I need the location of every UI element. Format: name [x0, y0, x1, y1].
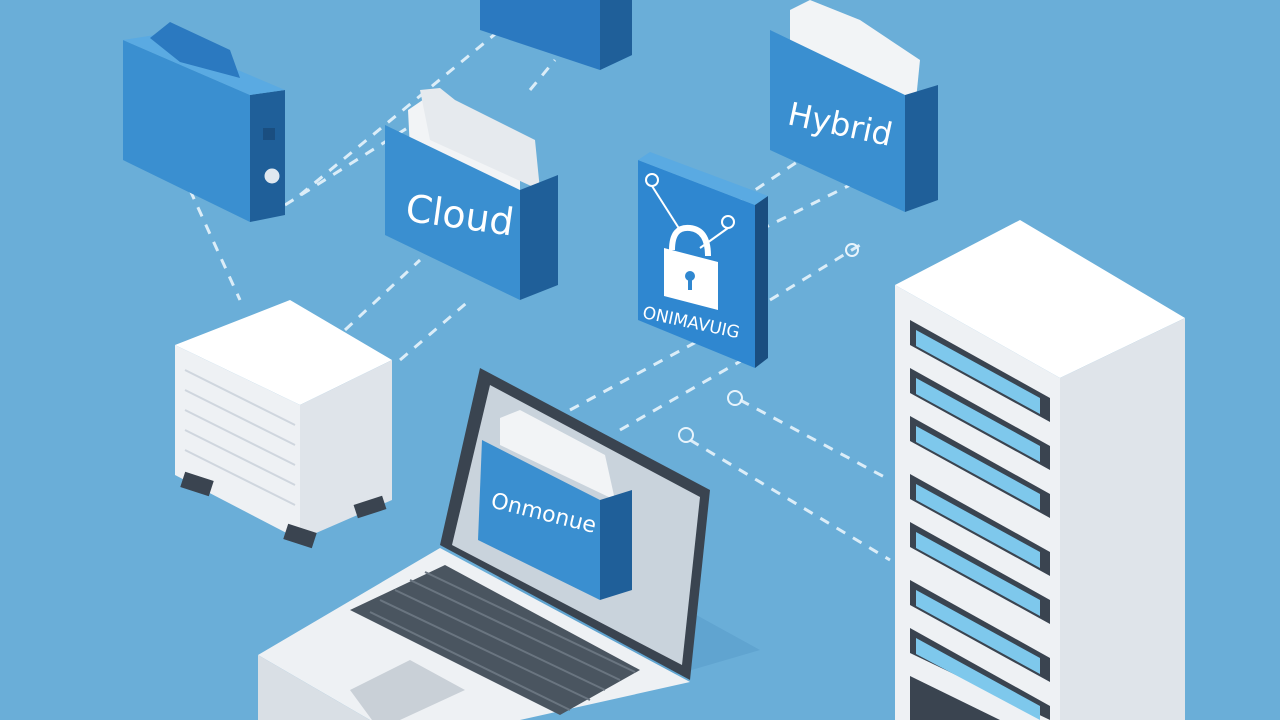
connection-lines — [188, 28, 891, 562]
server-rack-icon — [895, 220, 1185, 720]
storage-box-icon — [175, 300, 392, 549]
trackpad — [350, 660, 465, 720]
hybrid-folder-icon: Hybrid — [770, 0, 938, 212]
keyboard — [350, 565, 640, 715]
cloud-folder-icon: Cloud — [385, 88, 558, 300]
nas-device-icon — [123, 22, 285, 222]
laptop-folder-icon: Onmonue — [478, 410, 632, 600]
top-folder-icon — [480, 0, 632, 70]
server-drives — [910, 320, 1050, 720]
connector-nodes — [678, 243, 859, 443]
lock-card-icon: ONIMAVUIG — [638, 152, 768, 368]
laptop-icon: Onmonue — [258, 368, 760, 720]
lock-icon — [664, 224, 718, 310]
